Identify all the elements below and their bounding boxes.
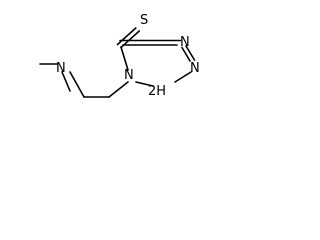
atom-amine-label: N bbox=[56, 61, 66, 76]
bond-n1-n2-2 bbox=[181, 46, 191, 62]
bonds bbox=[39, 27, 196, 98]
bond-n1-n2-1 bbox=[185, 45, 196, 61]
atom-n1-label: N bbox=[180, 35, 190, 50]
structure-diagram: S N N 2H N N bbox=[0, 0, 214, 138]
bond-n3-c bbox=[120, 46, 129, 71]
bond-c-s-1 bbox=[116, 27, 137, 46]
atom-n3-label: N bbox=[124, 68, 134, 83]
bond-nh-n3 bbox=[135, 81, 154, 87]
atom-s-label: S bbox=[140, 13, 148, 28]
bond-ch2-amine bbox=[69, 71, 85, 98]
bond-n3-ch2 bbox=[108, 81, 129, 98]
atom-nh-label: 2H bbox=[148, 84, 166, 99]
bond-amine-me2 bbox=[61, 71, 71, 92]
bond-n2-nh bbox=[174, 71, 192, 83]
atom-n2-label: N bbox=[190, 61, 200, 76]
molecule-drawing: S N N 2H N N bbox=[39, 13, 200, 99]
